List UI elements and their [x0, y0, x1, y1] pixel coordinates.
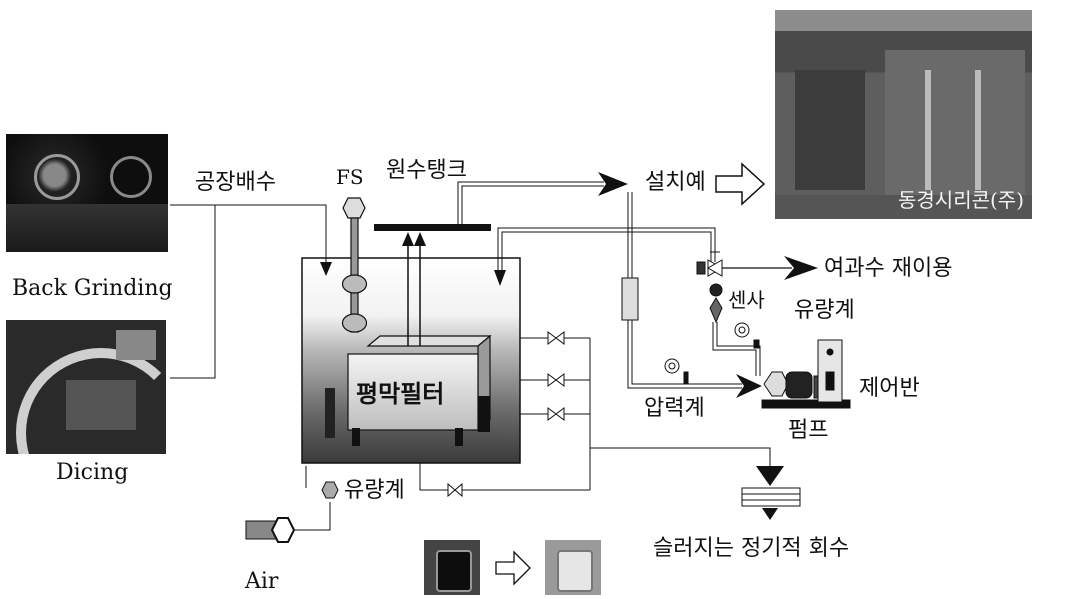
factory-wastewater-label: 공장배수 [195, 172, 276, 194]
reuse-valve [697, 252, 722, 276]
sludge-collection-label: 슬러지는 정기적 회수 [653, 538, 849, 560]
pressure-gauge [665, 359, 688, 384]
control-panel-label: 제어반 [859, 378, 920, 400]
installation-caption: 동경시리콘(주) [898, 190, 1024, 210]
sludge-container [742, 488, 800, 506]
installation-example-label: 설치예 [645, 172, 706, 194]
inline-flowmeter [622, 278, 638, 320]
sample-arrow [496, 552, 530, 584]
air-label: Air [245, 571, 278, 593]
flowmeter-right-label: 유량계 [794, 300, 855, 322]
control-panel-box [818, 340, 842, 402]
air-flowmeter-icon [322, 482, 338, 498]
installation-arrow [716, 164, 764, 204]
sensor-label: 센사 [728, 290, 765, 310]
air-compressor [246, 518, 294, 542]
drain-valves [520, 332, 590, 490]
flowmeter-small [735, 323, 759, 348]
sensor-unit [710, 284, 722, 322]
flat-membrane-filter-label: 평막필터 [356, 382, 444, 406]
dicing-label: Dicing [56, 462, 128, 484]
flowmeter-left-label: 유량계 [344, 480, 405, 502]
back-grinding-label: Back Grinding [12, 278, 173, 300]
pump-label: 펌프 [788, 420, 828, 442]
fs-label: FS [336, 167, 364, 187]
pressure-gauge-label: 압력계 [644, 398, 705, 420]
raw-water-tank-bar [374, 224, 491, 231]
filtrate-reuse-label: 여과수 재이용 [824, 258, 952, 280]
raw-water-tank-label: 원수탱크 [386, 160, 467, 182]
